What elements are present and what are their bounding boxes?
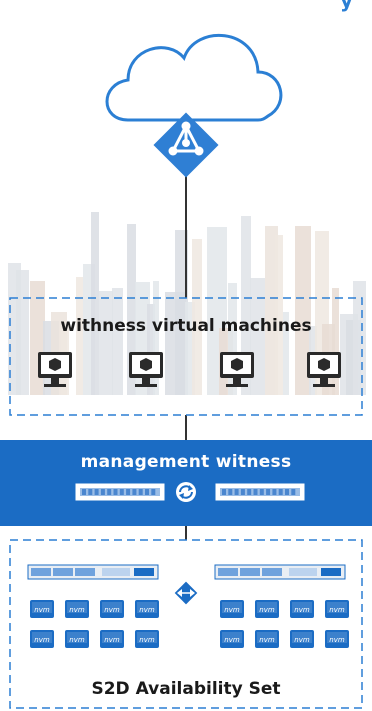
sync-icon [176, 482, 196, 502]
management-switches [75, 482, 305, 502]
drive-label: nvm [224, 606, 240, 614]
drive-label: nvm [104, 636, 120, 644]
nvme-drive-icon: nvm [290, 630, 314, 648]
skyline-building [99, 291, 113, 395]
virtual-machine-monitor-icon [38, 352, 72, 387]
skyline-building [91, 212, 99, 395]
skyline-building [275, 235, 283, 395]
nvme-drive-icon: nvm [30, 630, 54, 648]
nvme-drive-icon: nvm [325, 630, 349, 648]
bidirectional-arrow-icon [174, 581, 198, 605]
drive-label: nvm [294, 636, 310, 644]
skyline-building [127, 224, 136, 395]
drive-label: nvm [34, 636, 50, 644]
s2d-availability-set-label: S2D Availability Set [91, 679, 281, 699]
rack-server-icon [214, 564, 346, 580]
skyline-building [153, 281, 159, 395]
nvme-drive-icon: nvm [290, 600, 314, 618]
drive-label: nvm [104, 606, 120, 614]
vm-group [38, 352, 341, 387]
network-switch-icon [75, 483, 165, 501]
drive-label: nvm [139, 606, 155, 614]
skyline-building [228, 283, 237, 395]
rack-server-icon [27, 564, 159, 580]
nvme-drive-icon: nvm [100, 630, 124, 648]
drive-label: nvm [329, 606, 345, 614]
drive-label: nvm [259, 636, 275, 644]
drive-label: nvm [294, 606, 310, 614]
skyline-building [76, 277, 83, 395]
skyline-building [147, 304, 155, 395]
drive-label: nvm [139, 636, 155, 644]
skyline-building [295, 226, 311, 395]
skyline-building [112, 288, 123, 395]
nvme-drive-icon: nvm [255, 630, 279, 648]
skyline-building [241, 216, 251, 395]
nvme-drive-icon: nvm [255, 600, 279, 618]
drive-label: nvm [69, 606, 85, 614]
title-fragment: y [340, 0, 354, 12]
management-witness-label: management witness [80, 452, 292, 472]
cloud-icon [105, 33, 283, 122]
nvme-drive-icon: nvm [325, 600, 349, 618]
network-switch-icon [215, 483, 305, 501]
nvme-drive-icon: nvm [65, 630, 89, 648]
virtual-machine-monitor-icon [220, 352, 254, 387]
skyline-building [192, 239, 202, 395]
skyline-building [265, 226, 278, 395]
nvme-drive-icon: nvm [100, 600, 124, 618]
nvme-drive-icon: nvm [220, 600, 244, 618]
drive-label: nvm [69, 636, 85, 644]
s2d-region [9, 539, 363, 709]
skyline-building [185, 302, 195, 395]
nvme-drive-icon: nvm [30, 600, 54, 618]
drive-label: nvm [329, 636, 345, 644]
nvme-drive-icon: nvm [220, 630, 244, 648]
server-group [27, 564, 346, 580]
azure-active-directory-icon [153, 112, 219, 178]
drive-group: nvm nvm nvm nvm nvm nvm nvm nvm nvm nvm nvm nvm nvm n… [30, 600, 349, 648]
drive-label: nvm [259, 606, 275, 614]
skyline-building [332, 288, 339, 395]
skyline-building [16, 270, 29, 395]
nvme-drive-icon: nvm [135, 600, 159, 618]
virtual-machine-monitor-icon [129, 352, 163, 387]
nvme-drive-icon: nvm [65, 600, 89, 618]
drive-label: nvm [224, 636, 240, 644]
drive-label: nvm [34, 606, 50, 614]
witness-vm-region [9, 297, 363, 416]
skyline-building [283, 312, 289, 395]
witness-vms-label: withness virtual machines [60, 316, 312, 336]
virtual-machine-monitor-icon [307, 352, 341, 387]
nvme-drive-icon: nvm [135, 630, 159, 648]
skyline-building [175, 230, 188, 395]
